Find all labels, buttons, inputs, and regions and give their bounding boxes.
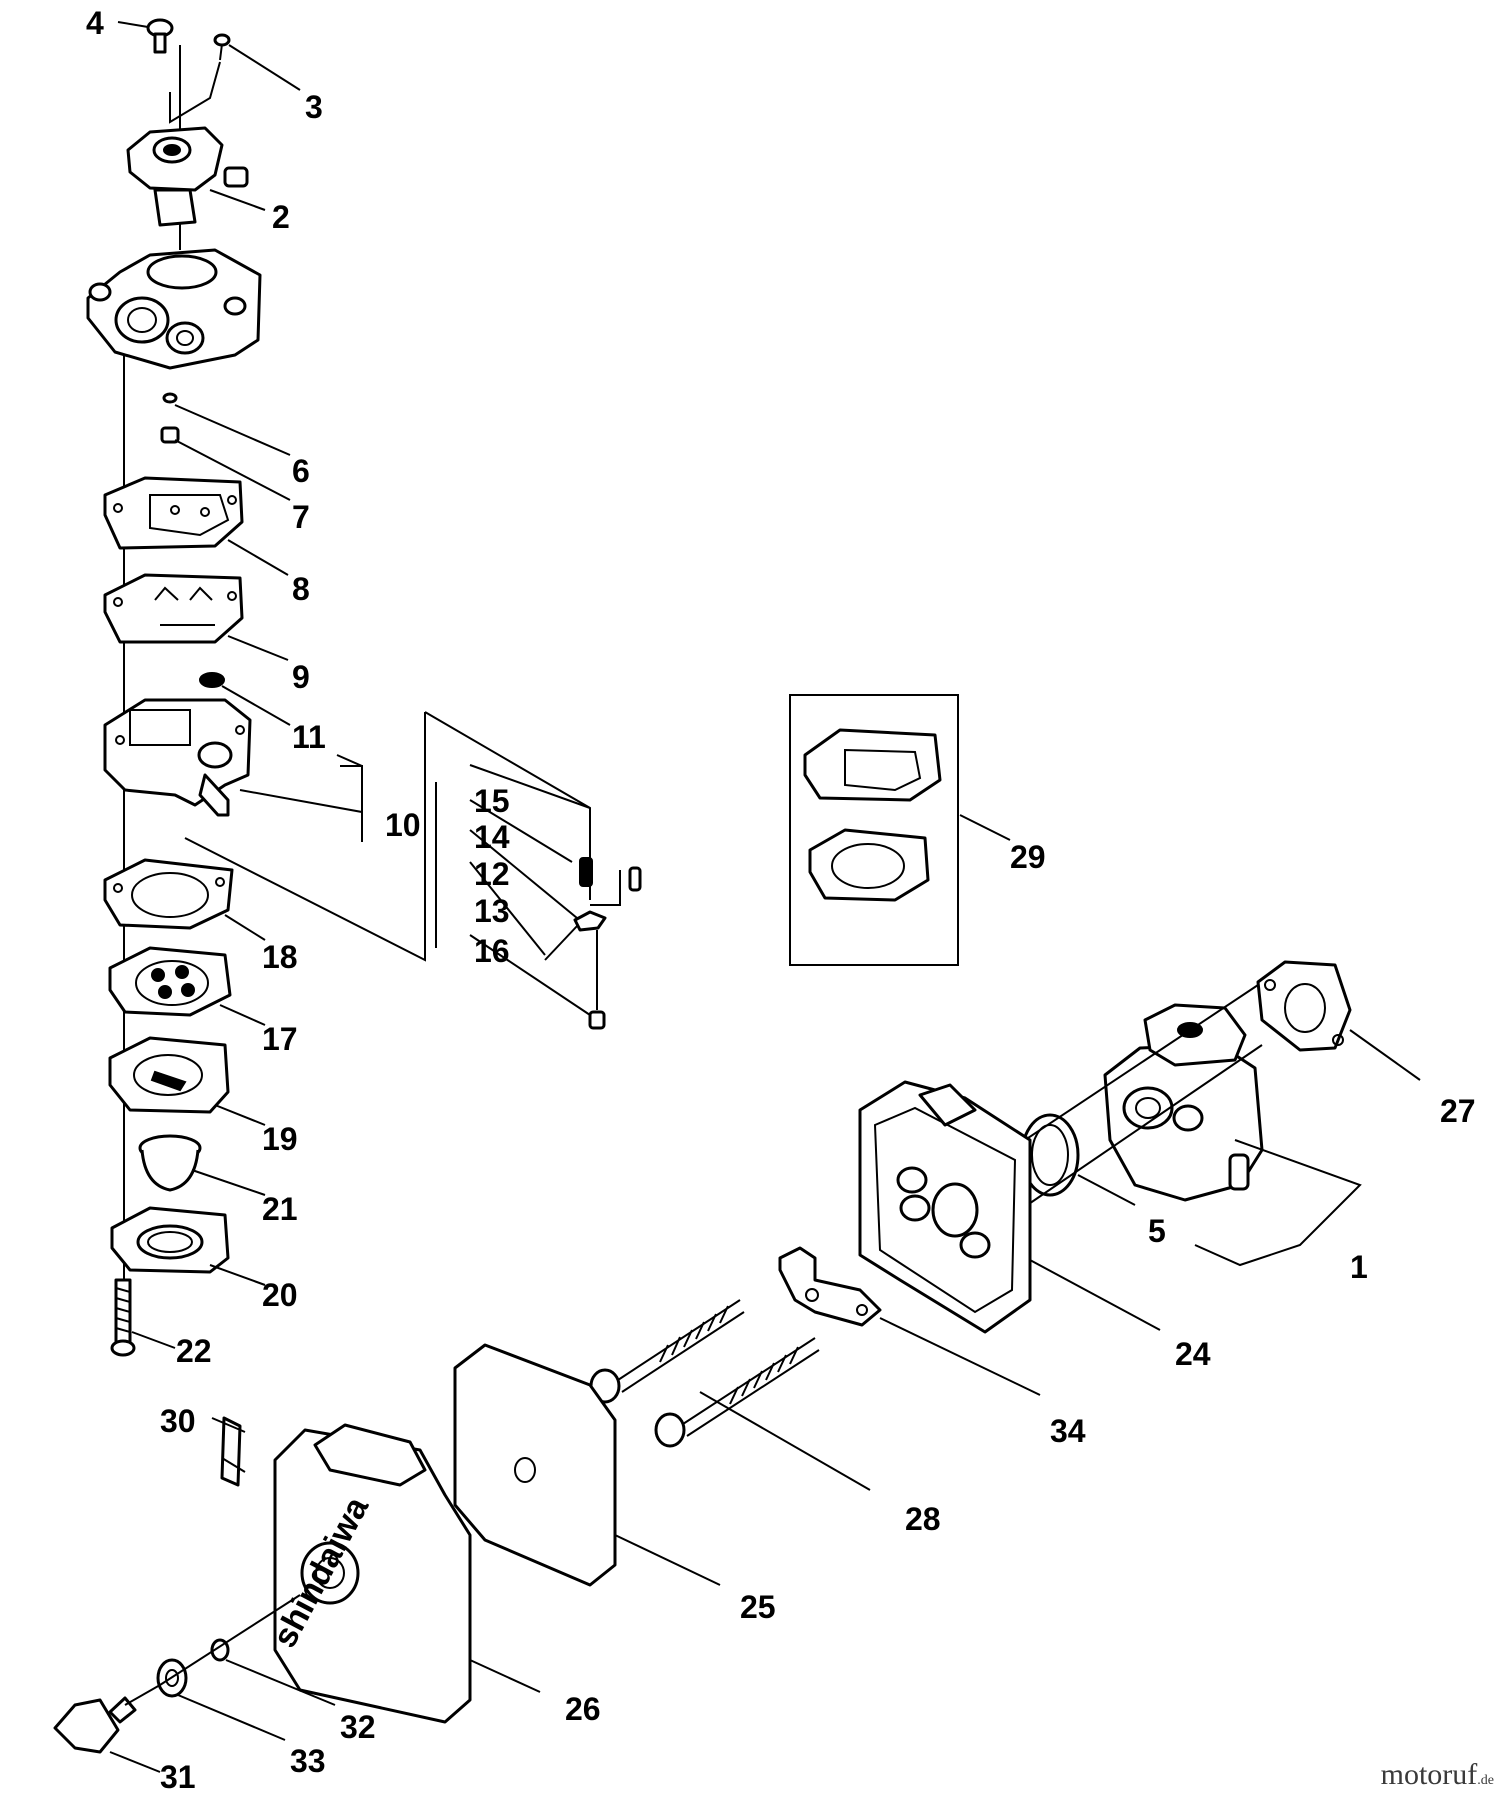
part-9-diaphragm <box>103 573 244 644</box>
callout-1: 1 <box>1350 1249 1368 1285</box>
part-8-gasket <box>103 476 244 550</box>
callout-22: 22 <box>176 1333 212 1369</box>
part-10-pump-body <box>103 698 252 817</box>
bracket-11-10 <box>239 754 363 814</box>
watermark-logo: motoruf.de <box>1381 1758 1494 1792</box>
callout-labels: 4 3 2 6 7 8 9 11 10 15 14 12 13 16 18 17… <box>86 5 1476 1795</box>
kit-29-gasket-upper <box>803 728 942 802</box>
callout-19: 19 <box>262 1121 298 1157</box>
callout-6: 6 <box>292 453 310 489</box>
callout-4: 4 <box>86 5 104 41</box>
part-21-primer-bulb <box>138 1134 202 1192</box>
part-7-fitting <box>160 426 180 444</box>
leader-lines <box>109 21 1421 1773</box>
part-31-knob <box>53 1684 161 1754</box>
part-1-carburetor-assembly <box>1103 1003 1264 1202</box>
part-20-primer-cover <box>110 1206 230 1274</box>
part-14-spring <box>579 857 593 887</box>
kit-29-frame <box>789 694 959 966</box>
part-24-air-cleaner-base <box>858 1080 1032 1334</box>
bracket-3-4 <box>169 61 221 124</box>
part-13-shaft <box>544 924 579 961</box>
part-6-washer <box>162 392 178 404</box>
callout-8: 8 <box>292 571 310 607</box>
part-4-screw <box>146 18 174 54</box>
callout-33: 33 <box>290 1743 326 1779</box>
callout-29: 29 <box>1010 839 1046 875</box>
part-2-throttle-lever <box>126 126 249 227</box>
part-34-bracket <box>778 1246 882 1327</box>
part-15-pin <box>628 866 642 892</box>
callout-15: 15 <box>474 783 510 819</box>
knob-axis-line <box>159 1594 301 1686</box>
carburetor-body <box>86 248 262 370</box>
part-12-lever <box>573 910 607 932</box>
callout-28: 28 <box>905 1501 941 1537</box>
callout-16: 16 <box>474 933 510 969</box>
callout-2: 2 <box>272 199 290 235</box>
callout-10: 10 <box>385 807 421 843</box>
part-11-screen <box>199 672 225 688</box>
part-17-diaphragm <box>108 946 232 1017</box>
flow-line-lower <box>1019 1044 1263 1211</box>
callout-18: 18 <box>262 939 298 975</box>
callout-17: 17 <box>262 1021 298 1057</box>
part-27-gasket <box>1256 960 1352 1052</box>
part-22-screw <box>110 1278 136 1357</box>
part-26-air-cleaner-cover: shindaiwa <box>266 1423 472 1724</box>
part-18-gasket <box>103 858 234 930</box>
callout-20: 20 <box>262 1277 298 1313</box>
callout-9: 9 <box>292 659 310 695</box>
bracket-10 <box>340 765 363 842</box>
callout-25: 25 <box>740 1589 776 1625</box>
kit-29-gasket-lower <box>808 828 930 902</box>
part-3-pin <box>213 33 231 61</box>
callout-26: 26 <box>565 1691 601 1727</box>
watermark-name: motoruf <box>1380 1758 1478 1791</box>
callout-32: 32 <box>340 1709 376 1745</box>
callout-12: 12 <box>474 856 510 892</box>
part-19-metering-cover <box>108 1036 230 1114</box>
callout-30: 30 <box>160 1403 196 1439</box>
callout-13: 13 <box>474 893 510 929</box>
bracket-10-lower <box>184 712 426 962</box>
callout-24: 24 <box>1175 1336 1211 1372</box>
part-28-bolt-lower <box>654 1337 820 1448</box>
flow-line-upper <box>1009 984 1259 1151</box>
bracket-1 <box>1194 1139 1362 1267</box>
callout-3: 3 <box>305 89 323 125</box>
callout-7: 7 <box>292 499 310 535</box>
callout-5: 5 <box>1148 1213 1166 1249</box>
callout-31: 31 <box>160 1759 196 1795</box>
callout-34: 34 <box>1050 1413 1086 1449</box>
callout-21: 21 <box>262 1191 298 1227</box>
callout-27: 27 <box>1440 1093 1476 1129</box>
callout-14: 14 <box>474 819 510 855</box>
bracket-14-right <box>590 870 621 906</box>
part-28-bolt-upper <box>589 1299 745 1404</box>
part-16-screw <box>588 930 606 1030</box>
callout-11: 11 <box>292 719 326 755</box>
watermark-tld: .de <box>1477 1773 1494 1788</box>
part-25-filter-element <box>453 1343 617 1587</box>
